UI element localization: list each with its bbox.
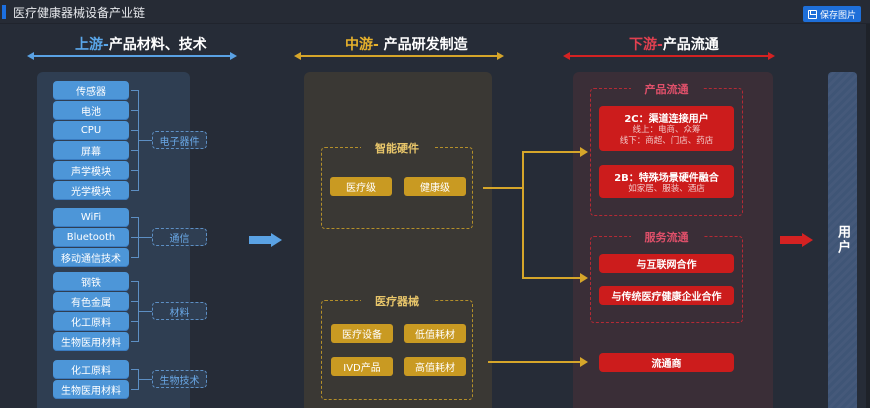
user-column: 用户 xyxy=(828,72,857,408)
product-flow-group: 产品流通 xyxy=(590,83,743,216)
connector-to-service-flow xyxy=(522,188,580,279)
save-icon xyxy=(807,9,817,19)
upstream-title: 上游-产品材料、技术 xyxy=(75,37,207,53)
medical-grade-node: 医疗级 xyxy=(330,177,392,196)
bracket-tick xyxy=(131,217,139,218)
midstream-title: 中游- 产品研发制造 xyxy=(345,37,468,53)
title-accent-mark xyxy=(2,5,6,19)
low-value-consumables-node: 低值耗材 xyxy=(404,324,466,343)
connector-to-product-flow xyxy=(483,151,580,189)
medical-equipment-node: 医疗设备 xyxy=(331,324,393,343)
downstream-title: 下游-产品流通 xyxy=(629,37,719,53)
bracket-tick xyxy=(131,257,139,258)
upstream-item: 声学模块 xyxy=(53,161,129,180)
internet-cooperation-node: 与互联网合作 xyxy=(599,254,734,273)
upstream-item: 电池 xyxy=(53,101,129,120)
upstream-double-arrow xyxy=(27,52,237,60)
midstream-column xyxy=(304,72,492,408)
bracket-tick xyxy=(131,341,139,342)
category-bracket xyxy=(138,217,139,258)
bracket-tick xyxy=(131,190,139,191)
upstream-to-midstream-arrow xyxy=(249,233,282,247)
upstream-item: Bluetooth xyxy=(53,228,129,247)
upstream-item: CPU xyxy=(53,121,129,140)
to-consumer-node: 2C：渠道连接用户 线上：电商、众筹 线下：商超、门店、药店 xyxy=(599,106,734,151)
upstream-category-label: 生物技术 xyxy=(152,370,207,388)
product-flow-title: 产品流通 xyxy=(630,83,703,96)
category-stem xyxy=(139,311,152,312)
bracket-tick xyxy=(131,237,139,238)
user-label: 用户 xyxy=(835,225,850,255)
bracket-tick xyxy=(131,321,139,322)
upstream-item: 生物医用材料 xyxy=(53,380,129,399)
bracket-tick xyxy=(131,369,139,370)
bracket-tick xyxy=(131,150,139,151)
midstream-double-arrow xyxy=(294,52,504,60)
ivd-products-node: IVD产品 xyxy=(331,357,393,376)
upstream-item: 钢铁 xyxy=(53,272,129,291)
upstream-category-label: 电子器件 xyxy=(152,131,207,149)
upstream-item: 移动通信技术 xyxy=(53,248,129,267)
midstream-connectors xyxy=(483,147,588,367)
upstream-item: 有色金属 xyxy=(53,292,129,311)
right-edge xyxy=(866,24,870,408)
medical-device-group: 医疗器械 xyxy=(321,295,473,400)
save-image-button[interactable]: 保存图片 xyxy=(803,6,861,22)
high-value-consumables-node: 高值耗材 xyxy=(404,357,466,376)
health-grade-node: 健康级 xyxy=(404,177,466,196)
downstream-to-user-arrow xyxy=(780,233,813,247)
upstream-item: 生物医用材料 xyxy=(53,332,129,351)
bracket-tick xyxy=(131,170,139,171)
bracket-tick xyxy=(131,301,139,302)
bracket-tick xyxy=(131,389,139,390)
distributor-node: 流通商 xyxy=(599,353,734,372)
smart-hardware-title: 智能硬件 xyxy=(361,142,433,155)
bracket-tick xyxy=(131,281,139,282)
category-stem xyxy=(139,379,152,380)
bracket-tick xyxy=(131,110,139,111)
upstream-category-label: 通信 xyxy=(152,228,207,246)
service-flow-title: 服务流通 xyxy=(630,231,703,244)
upstream-item: 传感器 xyxy=(53,81,129,100)
category-bracket xyxy=(138,369,139,390)
upstream-item: 屏幕 xyxy=(53,141,129,160)
category-stem xyxy=(139,140,152,141)
upstream-category-label: 材料 xyxy=(152,302,207,320)
upstream-item: 化工原料 xyxy=(53,312,129,331)
downstream-double-arrow xyxy=(563,52,775,60)
title-bar: 医疗健康器械设备产业链 保存图片 xyxy=(0,0,870,24)
traditional-healthcare-cooperation-node: 与传统医疗健康企业合作 xyxy=(599,286,734,305)
save-image-label: 保存图片 xyxy=(819,10,856,21)
bracket-tick xyxy=(131,130,139,131)
smart-hardware-group: 智能硬件 xyxy=(321,142,473,229)
service-flow-group: 服务流通 xyxy=(590,231,743,323)
to-business-node: 2B：特殊场景硬件融合 如家居、服装、酒店 xyxy=(599,165,734,198)
upstream-item: 化工原料 xyxy=(53,360,129,379)
upstream-item: 光学模块 xyxy=(53,181,129,200)
category-bracket xyxy=(138,90,139,191)
category-bracket xyxy=(138,281,139,342)
page-title: 医疗健康器械设备产业链 xyxy=(13,6,146,20)
category-stem xyxy=(139,237,152,238)
upstream-item: WiFi xyxy=(53,208,129,227)
bracket-tick xyxy=(131,90,139,91)
medical-device-title: 医疗器械 xyxy=(361,295,433,308)
